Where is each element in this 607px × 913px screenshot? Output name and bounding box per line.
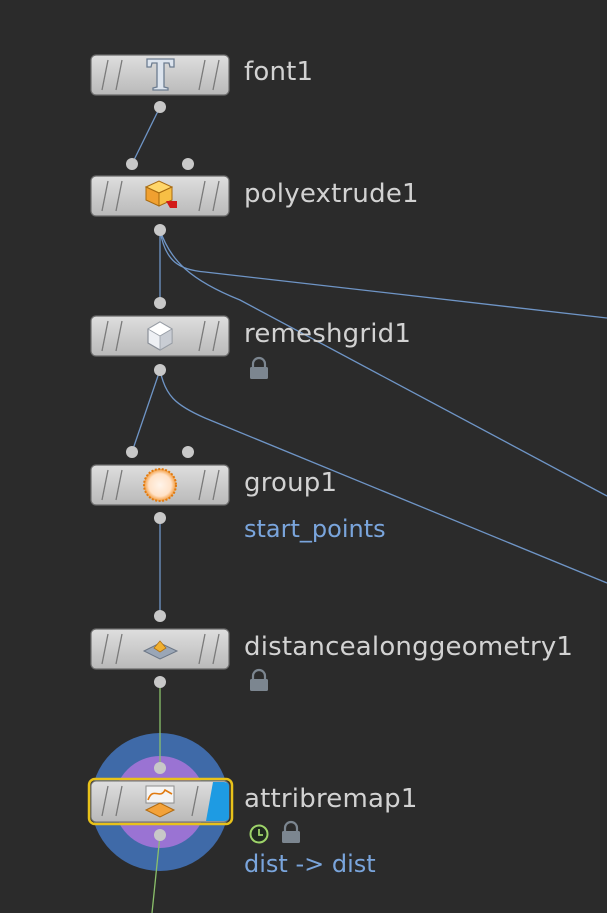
distance-along-geometry-icon bbox=[142, 640, 179, 660]
wire-remeshgrid1-offscreen[interactable] bbox=[159, 369, 607, 584]
remeshgrid-hexagon-icon bbox=[147, 321, 173, 351]
input-connector-0[interactable] bbox=[154, 297, 166, 309]
lock-icon[interactable] bbox=[250, 668, 268, 691]
wire-attribremap1-output[interactable] bbox=[151, 834, 161, 913]
output-connector[interactable] bbox=[154, 364, 166, 376]
lock-icon[interactable] bbox=[250, 356, 268, 379]
node-comment-group1: start_points bbox=[244, 515, 386, 543]
node-remeshgrid1[interactable] bbox=[90, 297, 230, 376]
input-connector-0[interactable] bbox=[126, 446, 138, 458]
time-dependent-clock-icon bbox=[249, 824, 269, 844]
node-label-attribremap1[interactable]: attribremap1 bbox=[244, 784, 418, 814]
node-label-group1[interactable]: group1 bbox=[244, 468, 338, 498]
lock-icon[interactable] bbox=[282, 820, 300, 843]
wire-remeshgrid1-group1[interactable] bbox=[131, 369, 161, 453]
wire-font1-polyextrude1[interactable] bbox=[131, 106, 161, 165]
wire-polyextrude1-offscreen-b[interactable] bbox=[159, 229, 607, 497]
node-comment-attribremap1: dist -> dist bbox=[244, 850, 376, 878]
output-connector[interactable] bbox=[154, 512, 166, 524]
font-t-icon bbox=[146, 58, 175, 91]
node-label-remeshgrid1[interactable]: remeshgrid1 bbox=[244, 319, 412, 349]
output-connector[interactable] bbox=[154, 224, 166, 236]
group-circle-icon bbox=[143, 468, 177, 502]
wires bbox=[131, 106, 607, 913]
input-connector-0[interactable] bbox=[126, 158, 138, 170]
node-group1[interactable] bbox=[90, 446, 230, 524]
node-label-font1[interactable]: font1 bbox=[244, 57, 314, 87]
node-distancealonggeometry1[interactable] bbox=[90, 610, 230, 688]
wire-polyextrude1-offscreen-a[interactable] bbox=[159, 229, 607, 319]
node-attribremap1[interactable] bbox=[87, 762, 234, 841]
node-polyextrude1[interactable] bbox=[90, 158, 230, 236]
output-connector[interactable] bbox=[154, 101, 166, 113]
attribremap-icon bbox=[144, 785, 176, 818]
node-label-polyextrude1[interactable]: polyextrude1 bbox=[244, 179, 419, 209]
output-connector[interactable] bbox=[154, 676, 166, 688]
input-connector-1[interactable] bbox=[182, 158, 194, 170]
display-flag[interactable] bbox=[206, 782, 229, 821]
input-connector-1[interactable] bbox=[182, 446, 194, 458]
input-connector-0[interactable] bbox=[154, 762, 166, 774]
node-font1[interactable] bbox=[90, 54, 230, 113]
input-connector-0[interactable] bbox=[154, 610, 166, 622]
node-label-distancealonggeometry1[interactable]: distancealonggeometry1 bbox=[244, 632, 574, 662]
selection-outline bbox=[87, 777, 234, 826]
output-connector[interactable] bbox=[154, 829, 166, 841]
polyextrude-cube-icon bbox=[144, 180, 177, 208]
